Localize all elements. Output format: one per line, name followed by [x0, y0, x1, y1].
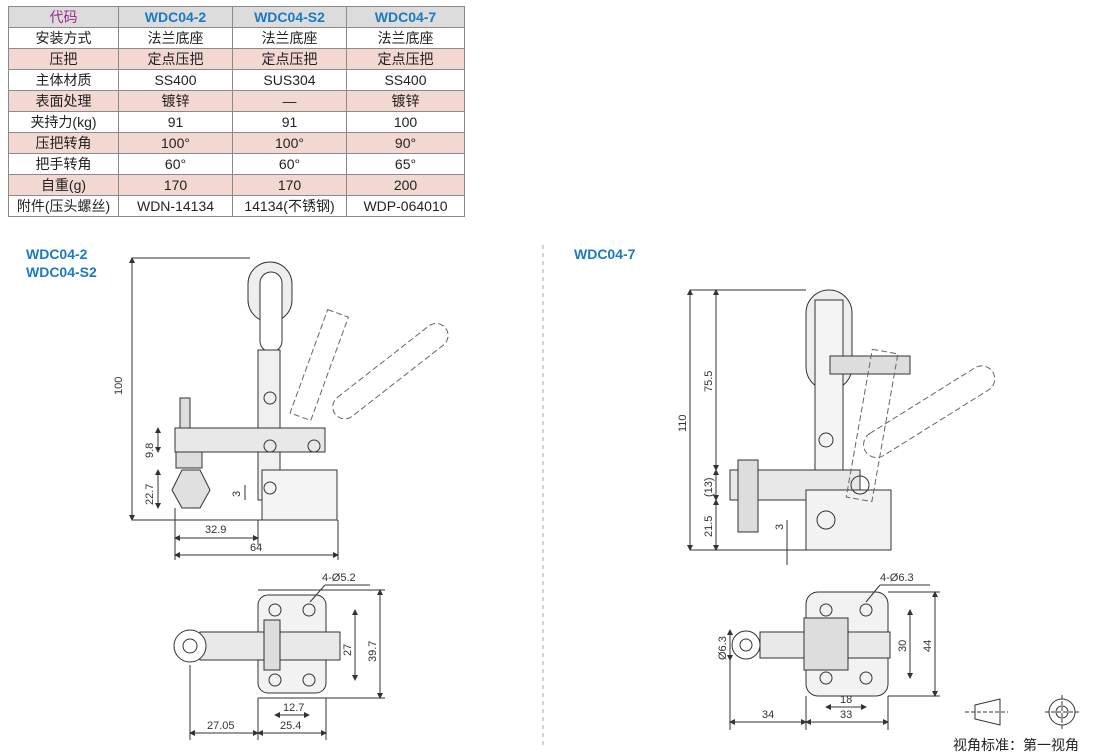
table-cell: 170	[118, 174, 233, 196]
dim-right-b2: 33	[840, 709, 852, 721]
table-cell: 170	[232, 174, 347, 196]
projection-label: 视角标准：第一视角	[953, 737, 1079, 753]
table-row: 安装方式 法兰底座 法兰底座 法兰底座	[8, 27, 465, 49]
table-cell: 定点压把	[232, 48, 347, 70]
row-label: 夹持力(kg)	[8, 111, 119, 133]
dim-right-b1: 18	[840, 694, 852, 706]
left-model-label-1: WDC04-2	[26, 246, 88, 262]
table-cell: 定点压把	[346, 48, 465, 70]
right-side-view	[687, 289, 996, 565]
table-cell: 定点压把	[118, 48, 233, 70]
table-row: 把手转角 60° 60° 65°	[8, 153, 465, 175]
left-model-label-2: WDC04-S2	[26, 264, 97, 280]
right-model-label: WDC04-7	[574, 246, 636, 262]
row-label: 表面处理	[8, 90, 119, 112]
dim-left-h2: 39.7	[367, 641, 379, 662]
dim-left-d2: 22.7	[144, 484, 156, 505]
header-model-1: WDC04-2	[118, 6, 233, 28]
table-cell: 14134(不锈钢)	[232, 195, 347, 217]
dim-left-d3: 3	[231, 491, 243, 497]
dim-right-b3: 34	[762, 709, 774, 721]
dim-right-height: 110	[677, 414, 689, 432]
row-label: 压把	[8, 48, 119, 70]
table-cell: 60°	[118, 153, 233, 175]
dim-left-b1: 12.7	[283, 702, 304, 714]
dim-left-w1: 32.9	[205, 524, 226, 536]
table-cell: SUS304	[232, 69, 347, 91]
dim-right-dia: Ø6.3	[717, 636, 729, 660]
row-label: 附件(压头螺丝)	[8, 195, 119, 217]
table-cell: 镀锌	[118, 90, 233, 112]
header-model-2: WDC04-S2	[232, 6, 347, 28]
table-cell: 法兰底座	[232, 27, 347, 49]
dim-left-holes: 4-Ø5.2	[322, 572, 356, 584]
spec-header-row: 代码 WDC04-2 WDC04-S2 WDC04-7	[8, 6, 465, 28]
dim-left-b3: 27.05	[207, 720, 235, 732]
dim-right-h2: (13)	[703, 477, 715, 497]
dim-left-b2: 25.4	[280, 720, 301, 732]
dim-left-height: 100	[113, 377, 125, 395]
dim-right-h3: 21.5	[703, 516, 715, 537]
table-cell: WDN-14134	[118, 195, 233, 217]
dim-right-holes: 4-Ø6.3	[880, 572, 914, 584]
left-side-view	[129, 257, 449, 560]
spec-table: 代码 WDC04-2 WDC04-S2 WDC04-7 安装方式 法兰底座 法兰…	[8, 6, 465, 217]
header-code: 代码	[8, 6, 119, 28]
dim-right-d3: 3	[774, 524, 786, 530]
table-row: 附件(压头螺丝) WDN-14134 14134(不锈钢) WDP-064010	[8, 195, 465, 217]
table-cell: 60°	[232, 153, 347, 175]
dim-right-v2: 44	[922, 640, 934, 652]
projection-symbol-icon	[965, 695, 1080, 729]
table-cell: 90°	[346, 132, 465, 154]
row-label: 自重(g)	[8, 174, 119, 196]
dim-right-h1: 75.5	[703, 371, 715, 392]
left-top-view	[173, 584, 385, 740]
right-top-view	[727, 584, 940, 730]
dim-left-h1: 27	[342, 644, 354, 656]
dim-right-v1: 30	[897, 640, 909, 652]
table-row: 压把 定点压把 定点压把 定点压把	[8, 48, 465, 70]
dim-left-d1: 9.8	[144, 443, 156, 458]
dim-left-w2: 64	[250, 542, 262, 554]
table-cell: WDP-064010	[346, 195, 465, 217]
